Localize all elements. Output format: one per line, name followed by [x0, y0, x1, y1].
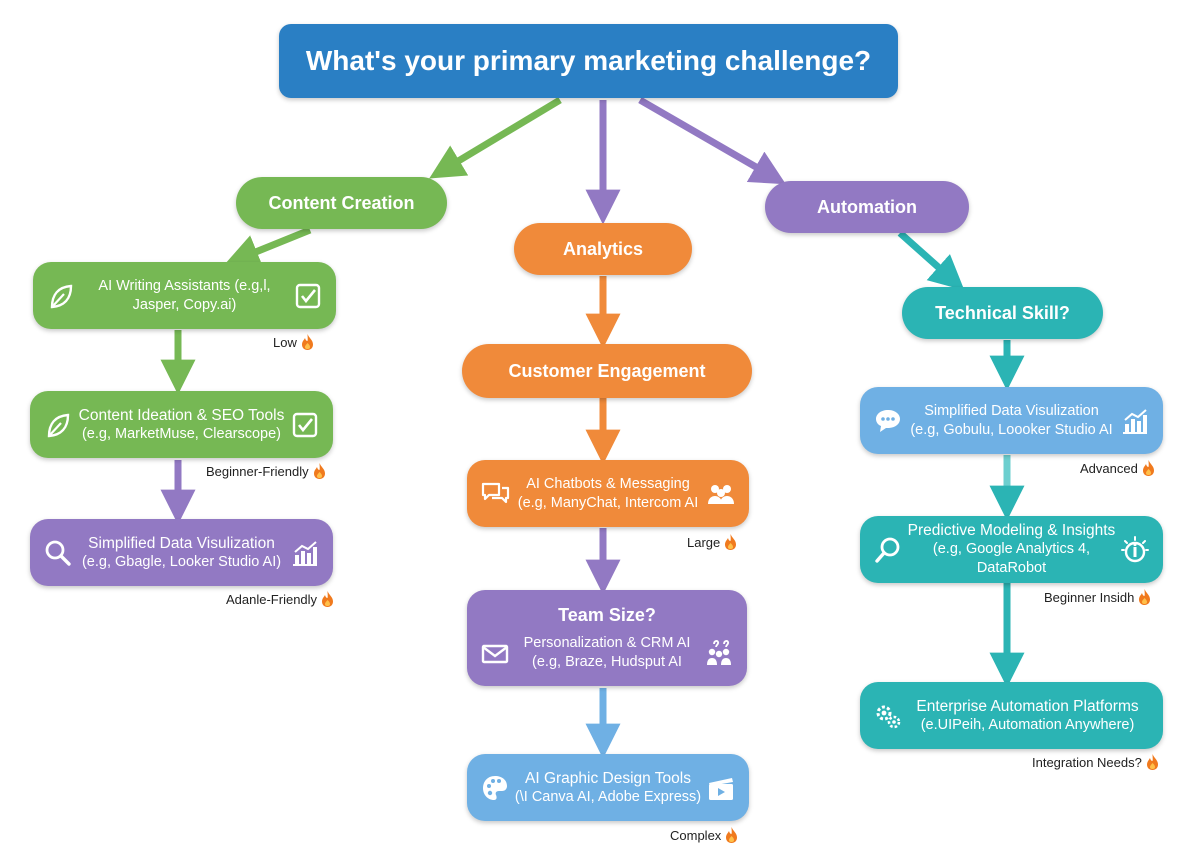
tag-advanced: Advanced [1080, 459, 1156, 477]
tag-complex: Complex [670, 826, 739, 844]
arrow-automation-to-technical [897, 230, 965, 291]
card-line2: (e.UIPeih, Automation Anywhere) [920, 716, 1135, 733]
card-line1: Simplified Data Visulization [88, 534, 275, 552]
fire-icon [313, 463, 325, 479]
people-icon [705, 478, 737, 510]
card-line2: (e.g, Gbagle, Looker Studio AI) [81, 553, 282, 570]
magnifier-icon [872, 534, 904, 566]
card-line1: Predictive Modeling & Insights [907, 522, 1116, 539]
branch-automation[interactable]: Automation [765, 181, 969, 233]
card-line2: (\I Canva AI, Adobe Express) [514, 788, 702, 805]
fire-icon [322, 591, 334, 607]
card-line2: (e.g, Gobulu, Loooker Studio AI [910, 421, 1113, 438]
card-line1: Personalization & CRM AI [523, 634, 691, 651]
card-line1: Content Ideation & SEO Tools [78, 406, 285, 424]
arrow-title-to-content [429, 96, 562, 179]
main-question-title: What's your primary marketing challenge? [279, 24, 898, 98]
people-icon [703, 637, 735, 669]
tag-low: Low [273, 333, 315, 351]
checkbox-icon [289, 409, 321, 441]
arrow-title-to-automation [638, 96, 786, 185]
gears-icon [872, 700, 904, 732]
card-line2: (e.g, Google Analytics 4, DataRobot [932, 541, 1091, 576]
tag-beginner-insidh: Beginner Insidh [1044, 588, 1152, 606]
card-team-size-personalization[interactable]: Team Size? Personalization & CRM AI (e.g,… [467, 590, 747, 686]
card-content-ideation-seo[interactable]: Content Ideation & SEO Tools(e.g, Market… [30, 391, 333, 458]
card-line2: Jasper, Copy.ai) [132, 296, 237, 313]
tag-large: Large [687, 533, 738, 551]
decision-customer-engagement[interactable]: Customer Engagement [462, 344, 752, 398]
fire-icon [726, 827, 738, 843]
leaf-icon [45, 280, 77, 312]
arrow-content-to-writing [224, 226, 312, 268]
card-predictive-modeling[interactable]: Predictive Modeling & Insights (e.g, Goog… [860, 516, 1163, 583]
leaf-icon [42, 409, 74, 441]
envelope-icon [479, 637, 511, 669]
decision-team-size: Team Size? [558, 604, 656, 625]
tag-beginner-friendly: Beginner-Friendly [206, 462, 327, 480]
decision-technical-skill[interactable]: Technical Skill? [902, 287, 1103, 339]
magnifier-icon [42, 537, 74, 569]
card-simplified-data-viz-right[interactable]: Simplified Data Visulization (e.g, Gobulu… [860, 387, 1163, 454]
card-line2: (e.g, Braze, Hudsput AI [532, 653, 682, 670]
card-line1: AI Chatbots & Messaging [526, 475, 690, 492]
clapperboard-icon [705, 772, 737, 804]
palette-icon [479, 772, 511, 804]
card-line2: (e.g, ManyChat, Intercom AI [517, 494, 699, 511]
card-line1: AI Graphic Design Tools [525, 769, 691, 787]
card-line2: (e.g, MarketMuse, Clearscope) [81, 425, 282, 442]
fire-icon [725, 534, 737, 550]
card-ai-chatbots-messaging[interactable]: AI Chatbots & Messaging (e.g, ManyChat, I… [467, 460, 749, 527]
checkbox-icon [292, 280, 324, 312]
speech-bubble-icon [872, 405, 904, 437]
fire-icon [1142, 460, 1154, 476]
chat-bubbles-icon [479, 478, 511, 510]
card-line1: AI Writing Assistants (e.g,l, [98, 277, 271, 294]
bar-chart-icon [1119, 405, 1151, 437]
card-line1: Simplified Data Visulization [924, 402, 1099, 419]
card-line1: Enterprise Automation Platforms [916, 697, 1139, 715]
branch-content-creation[interactable]: Content Creation [236, 177, 447, 229]
card-ai-writing-assistants[interactable]: AI Writing Assistants (e.g,l, Jasper, Cop… [33, 262, 336, 329]
robot-icon [1119, 534, 1151, 566]
card-simplified-data-viz-left[interactable]: Simplified Data Visulization(e.g, Gbagle… [30, 519, 333, 586]
fire-icon [1139, 589, 1151, 605]
tag-integration-needs: Integration Needs? [1032, 753, 1160, 771]
card-ai-graphic-design[interactable]: AI Graphic Design Tools(\I Canva AI, Ado… [467, 754, 749, 821]
bar-chart-icon [289, 537, 321, 569]
fire-icon [301, 334, 313, 350]
card-enterprise-automation[interactable]: Enterprise Automation Platforms(e.UIPeih… [860, 682, 1163, 749]
branch-analytics[interactable]: Analytics [514, 223, 692, 275]
fire-icon [1146, 754, 1158, 770]
tag-adanle-friendly: Adanle-Friendly [226, 590, 335, 608]
